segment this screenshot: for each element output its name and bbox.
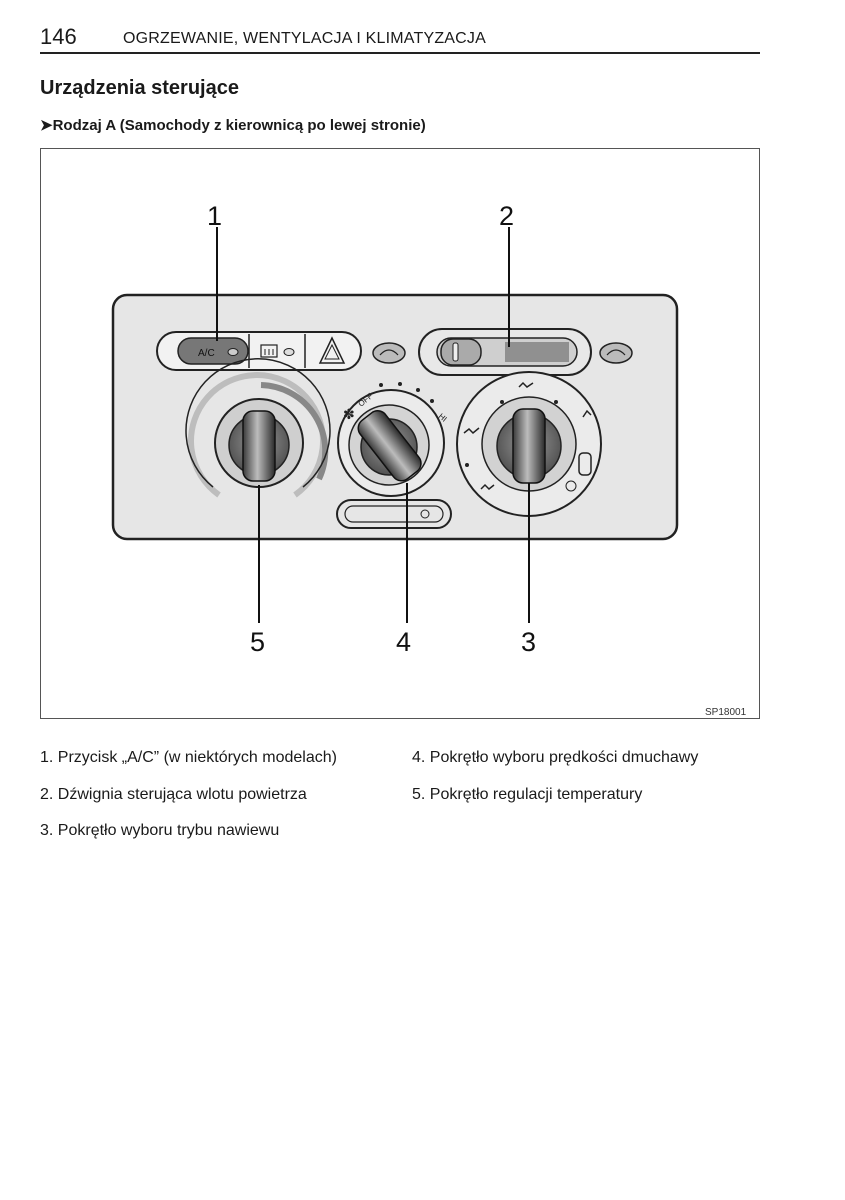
subsection-title: ➤Rodzaj A (Samochody z kierownicą po lew… (40, 117, 426, 134)
hazard-button (318, 336, 346, 364)
legend-item-1: 1. Przycisk „A/C” (w niektórych modelach… (40, 749, 337, 766)
callout-5: 5 (250, 627, 265, 657)
callout-3: 3 (521, 627, 536, 657)
floor-defrost-icon (582, 409, 592, 418)
legend-item-3: 3. Pokrętło wyboru trybu nawiewu (40, 822, 280, 839)
recirc-icon (372, 342, 406, 364)
callout-4: 4 (396, 627, 411, 657)
fan-icon: ✽ (343, 407, 355, 423)
fan-speed-knob: ✽ OFF HI (337, 382, 449, 497)
air-intake-lever (418, 328, 592, 376)
floor-vent-icon (480, 483, 495, 491)
callout-2: 2 (499, 201, 514, 231)
temperature-knob (185, 358, 331, 498)
section-title: Urządzenia sterujące (40, 77, 239, 99)
ac-label: A/C (198, 348, 215, 359)
ac-button: A/C (177, 337, 249, 365)
lower-slot (336, 499, 452, 529)
figure-code: SP18001 (705, 707, 747, 718)
rear-defrost-button (260, 344, 295, 358)
bi-level-icon (463, 427, 480, 435)
defrost-icon (578, 452, 592, 476)
control-panel-illustration: A/C (111, 201, 747, 718)
chapter-title: OGRZEWANIE, WENTYLACJA I KLIMATYZACJA (123, 30, 487, 47)
control-panel-figure: A/C (40, 148, 760, 719)
mode-knob (456, 371, 602, 517)
legend-item-2: 2. Dźwignia sterująca wlotu powietrza (40, 786, 307, 803)
callout-1: 1 (207, 201, 222, 231)
page-header: 146 OGRZEWANIE, WENTYLACJA I KLIMATYZACJ… (40, 24, 760, 54)
legend-item-4: 4. Pokrętło wyboru prędkości dmuchawy (412, 749, 699, 766)
face-vent-icon (518, 381, 534, 388)
legend-item-5: 5. Pokrętło regulacji temperatury (412, 786, 643, 803)
fresh-air-icon (599, 342, 633, 364)
page-number: 146 (40, 24, 77, 49)
fan-hi-label: HI (437, 412, 449, 424)
